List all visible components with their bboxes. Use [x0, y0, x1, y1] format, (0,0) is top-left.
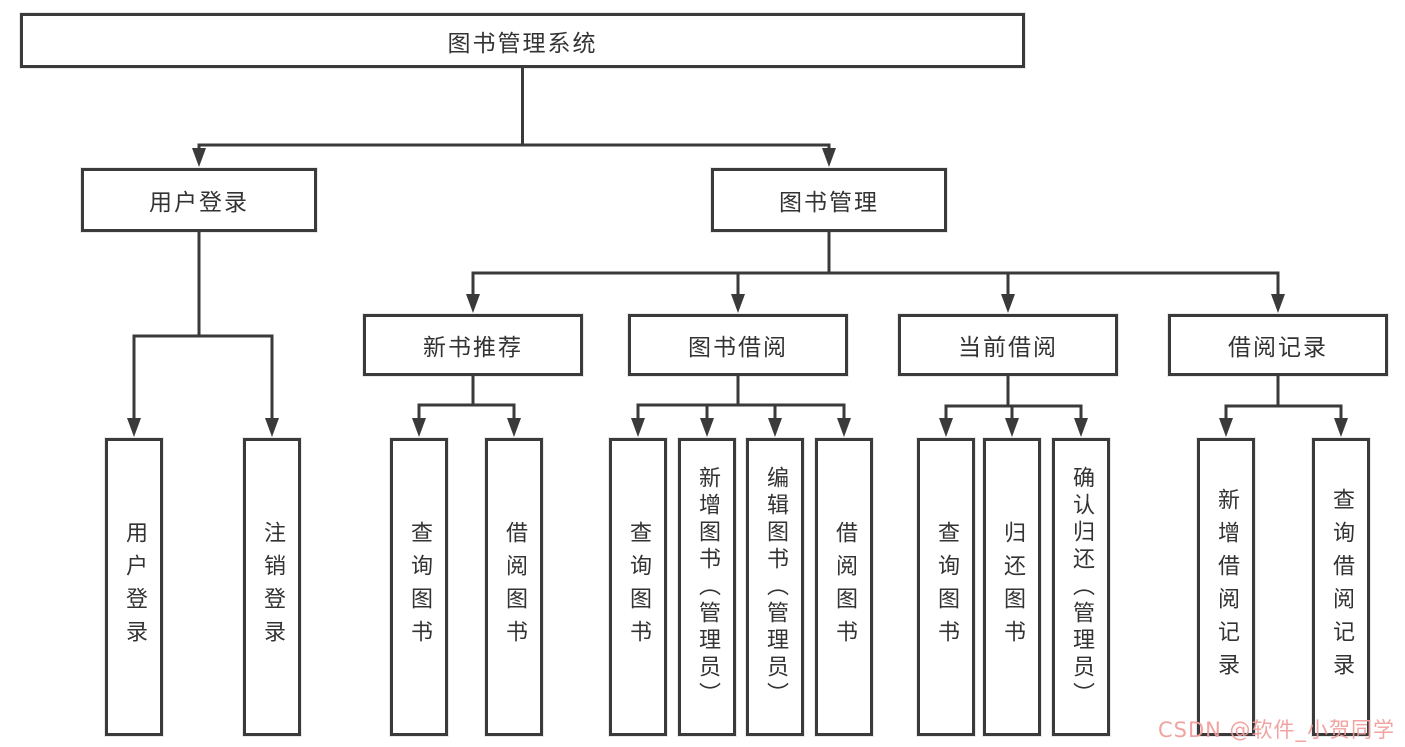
connector-userlogin-to-leaves — [132, 231, 274, 421]
leaf-query-borrow-record: 查询借阅记录 — [1312, 438, 1370, 736]
leaf-query-books-recommend: 查询图书 — [390, 438, 448, 736]
leaf-edit-books-admin: 编辑图书（管理员） — [746, 438, 804, 736]
node-user-login: 用户登录 — [81, 168, 317, 232]
arrow-down-icon — [412, 418, 426, 437]
arrow-down-icon — [507, 418, 521, 437]
arrow-down-icon — [1001, 294, 1015, 313]
connector-bookmgmt-to-level3 — [471, 231, 1280, 297]
leaf-query-books-borrow: 查询图书 — [609, 438, 667, 736]
leaf-label: 查询图书 — [407, 521, 432, 653]
node-new-book-recommend: 新书推荐 — [363, 314, 583, 376]
arrow-down-icon — [1074, 418, 1088, 437]
node-label: 用户登录 — [149, 190, 249, 216]
leaf-label: 查询借阅记录 — [1329, 488, 1354, 686]
connector-root-to-level2 — [197, 67, 831, 152]
csdn-watermark: CSDN @软件_小贺同学 — [1158, 718, 1396, 742]
leaf-confirm-return-admin: 确认归还（管理员） — [1052, 438, 1110, 736]
arrow-down-icon — [631, 418, 645, 437]
arrow-down-icon — [1005, 418, 1019, 437]
leaf-add-borrow-record: 新增借阅记录 — [1197, 438, 1255, 736]
node-label: 图书管理系统 — [447, 30, 598, 57]
leaf-query-books-current: 查询图书 — [917, 438, 975, 736]
connector-newbook-to-leaves — [417, 375, 516, 421]
leaf-add-books-admin: 新增图书（管理员） — [678, 438, 736, 736]
arrow-down-icon — [731, 294, 745, 313]
arrow-down-icon — [1334, 418, 1348, 437]
node-label: 新书推荐 — [423, 335, 523, 361]
leaf-label: 确认归还（管理员） — [1069, 465, 1094, 709]
arrow-down-icon — [700, 418, 714, 437]
arrow-down-icon — [1271, 294, 1285, 313]
connector-borrowrecord-to-leaves — [1224, 375, 1343, 421]
leaf-label: 新增图书（管理员） — [695, 465, 720, 709]
arrow-down-icon — [768, 418, 782, 437]
leaf-label: 新增借阅记录 — [1214, 488, 1239, 686]
leaf-label: 注销登录 — [260, 521, 285, 653]
leaf-borrow-books: 借阅图书 — [815, 438, 873, 736]
arrow-down-icon — [837, 418, 851, 437]
leaf-label: 编辑图书（管理员） — [763, 465, 788, 709]
arrow-down-icon — [466, 294, 480, 313]
arrow-down-icons — [127, 148, 1348, 437]
leaf-borrow-books-recommend: 借阅图书 — [485, 438, 543, 736]
leaf-label: 借阅图书 — [502, 521, 527, 653]
node-book-management: 图书管理 — [711, 168, 947, 232]
node-borrow-records: 借阅记录 — [1168, 314, 1388, 376]
arrow-down-icon — [1219, 418, 1233, 437]
leaf-label: 查询图书 — [626, 521, 651, 653]
arrow-down-icon — [192, 148, 206, 167]
connector-currentborrow-to-leaves — [944, 375, 1083, 421]
node-current-borrow: 当前借阅 — [898, 314, 1118, 376]
leaf-label: 借阅图书 — [832, 521, 857, 653]
arrow-down-icon — [265, 418, 279, 437]
leaf-label: 用户登录 — [122, 521, 147, 653]
leaf-logout: 注销登录 — [243, 438, 301, 736]
node-root-system: 图书管理系统 — [20, 13, 1025, 68]
node-book-borrow: 图书借阅 — [628, 314, 848, 376]
node-label: 当前借阅 — [958, 335, 1058, 361]
node-label: 图书借阅 — [688, 335, 788, 361]
leaf-label: 归还图书 — [1000, 521, 1025, 653]
arrow-down-icon — [822, 148, 836, 167]
leaf-label: 查询图书 — [934, 521, 959, 653]
arrow-down-icon — [127, 418, 141, 437]
arrow-down-icon — [939, 418, 953, 437]
node-label: 图书管理 — [779, 190, 879, 216]
leaf-user-login: 用户登录 — [105, 438, 163, 736]
connector-bookborrow-to-leaves — [636, 375, 846, 421]
leaf-return-books: 归还图书 — [983, 438, 1041, 736]
node-label: 借阅记录 — [1228, 335, 1328, 361]
